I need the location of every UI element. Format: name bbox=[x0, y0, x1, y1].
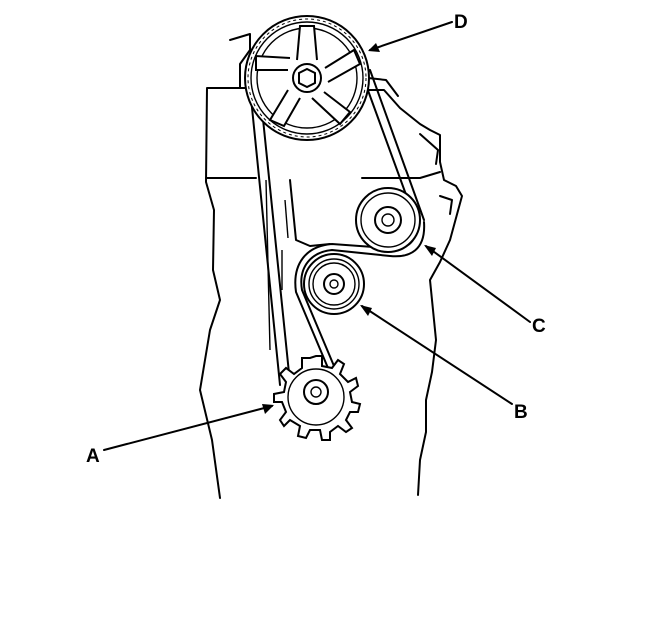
label-b: B bbox=[514, 402, 528, 423]
engine-block bbox=[199, 33, 463, 499]
crankshaft-pulley bbox=[273, 355, 362, 441]
arrowhead-icon bbox=[262, 404, 274, 414]
callout-leaders bbox=[103, 21, 531, 451]
idler-pulley-c bbox=[355, 187, 421, 253]
label-a: A bbox=[86, 446, 100, 467]
arrowhead-icon bbox=[368, 43, 380, 52]
arrowhead-icon bbox=[424, 245, 436, 256]
tensioner-pulley-b bbox=[303, 253, 365, 315]
label-d: D bbox=[454, 12, 468, 33]
label-c: C bbox=[532, 316, 546, 337]
arrowhead-icon bbox=[360, 305, 372, 316]
camshaft-pulley bbox=[244, 15, 370, 141]
